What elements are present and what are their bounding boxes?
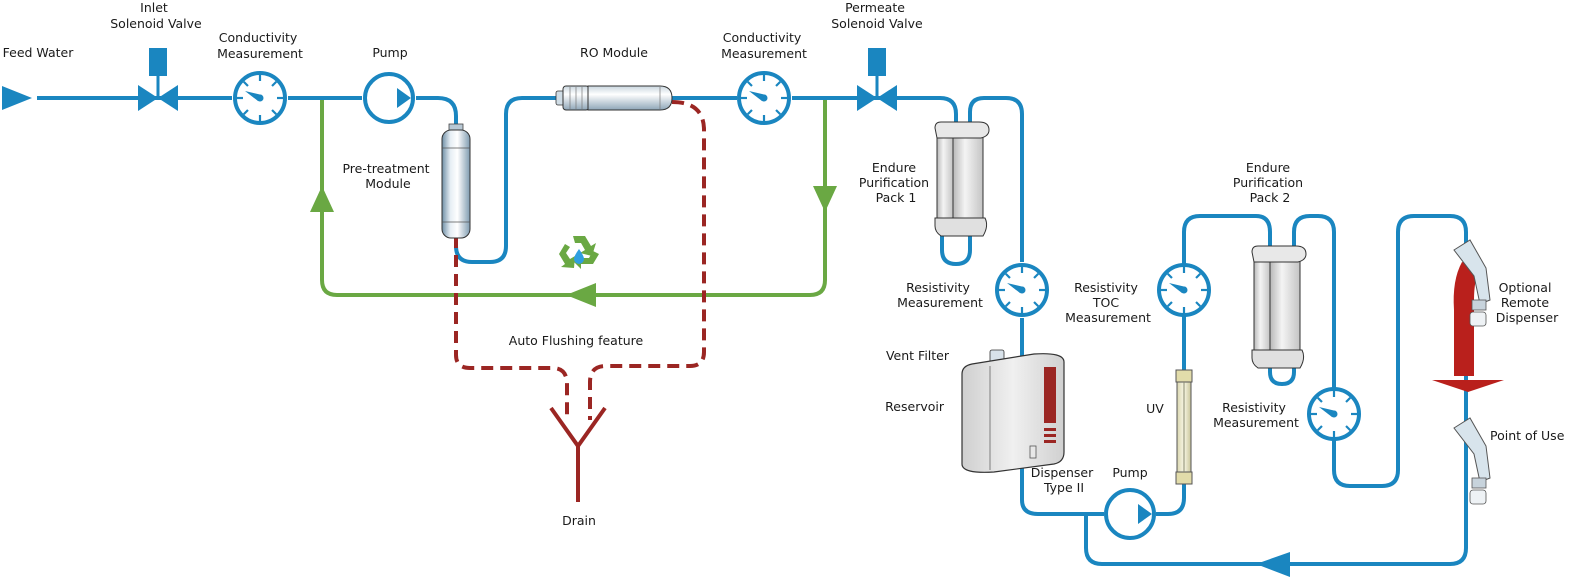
- label-pretreatment: Pre-treatment Module: [342, 161, 433, 191]
- pump-2-icon: [1104, 488, 1156, 540]
- permeate-solenoid-valve-icon: [857, 48, 897, 111]
- return-flow-arrow-icon: [1256, 552, 1290, 577]
- resistivity-gauge-2-icon: [1307, 387, 1361, 441]
- resistivity-toc-gauge-icon: [1157, 263, 1211, 317]
- label-resistivity-1: Resistivity Measurement: [897, 280, 983, 310]
- label-inlet-valve: Inlet Solenoid Valve: [110, 0, 202, 31]
- label-resistivity-toc: Resistivity TOC Measurement: [1065, 280, 1151, 325]
- label-drain: Drain: [562, 513, 596, 528]
- label-vent-filter: Vent Filter: [886, 348, 950, 363]
- inlet-solenoid-valve-icon: [138, 48, 178, 111]
- recirc-arrow-left-icon: [566, 283, 596, 307]
- label-pump-1: Pump: [372, 45, 407, 60]
- label-point-of-use: Point of Use: [1490, 428, 1565, 443]
- reservoir-tank-icon: [961, 349, 1065, 473]
- ro-module-icon: [555, 85, 673, 111]
- recirc-arrow-up-icon: [310, 186, 334, 212]
- label-permeate-valve: Permeate Solenoid Valve: [831, 0, 923, 31]
- endure-purification-pack-2-icon: [1251, 245, 1307, 369]
- label-dispenser-type2: Dispenser Type II: [1031, 465, 1097, 495]
- uv-lamp-icon: [1175, 369, 1193, 485]
- label-conductivity-1: Conductivity Measurement: [217, 30, 303, 61]
- label-uv: UV: [1146, 401, 1164, 416]
- label-ro-module: RO Module: [580, 45, 648, 60]
- recirculation-loop: [310, 100, 837, 307]
- label-conductivity-2: Conductivity Measurement: [721, 30, 807, 61]
- label-resistivity-2: Resistivity Measurement: [1213, 400, 1299, 430]
- label-reservoir: Reservoir: [885, 399, 945, 414]
- label-pump-2: Pump: [1112, 465, 1147, 480]
- auto-flushing-drain-lines: [454, 100, 706, 502]
- pretreatment-module-icon: [441, 123, 471, 239]
- recycle-water-drop-icon: [559, 236, 599, 269]
- feed-pipeline: [37, 96, 1468, 566]
- label-remote-dispenser: Optional Remote Dispenser: [1496, 280, 1559, 325]
- conductivity-gauge-1-icon: [233, 71, 287, 125]
- optional-remote-dispenser-icon: [1432, 239, 1504, 392]
- endure-purification-pack-1-icon: [934, 121, 990, 237]
- pump-1-icon: [363, 72, 415, 124]
- label-auto-flushing: Auto Flushing feature: [509, 333, 644, 348]
- point-of-use-dispenser-icon: [1453, 417, 1491, 505]
- label-endure-pack-1: Endure Purification Pack 1: [859, 160, 933, 205]
- recirc-arrow-down-icon: [813, 186, 837, 212]
- resistivity-gauge-1-icon: [995, 263, 1049, 317]
- label-feed-water: Feed Water: [3, 45, 75, 60]
- conductivity-gauge-2-icon: [737, 71, 791, 125]
- label-endure-pack-2: Endure Purification Pack 2: [1233, 160, 1307, 205]
- feed-water-arrow-icon: [2, 86, 32, 110]
